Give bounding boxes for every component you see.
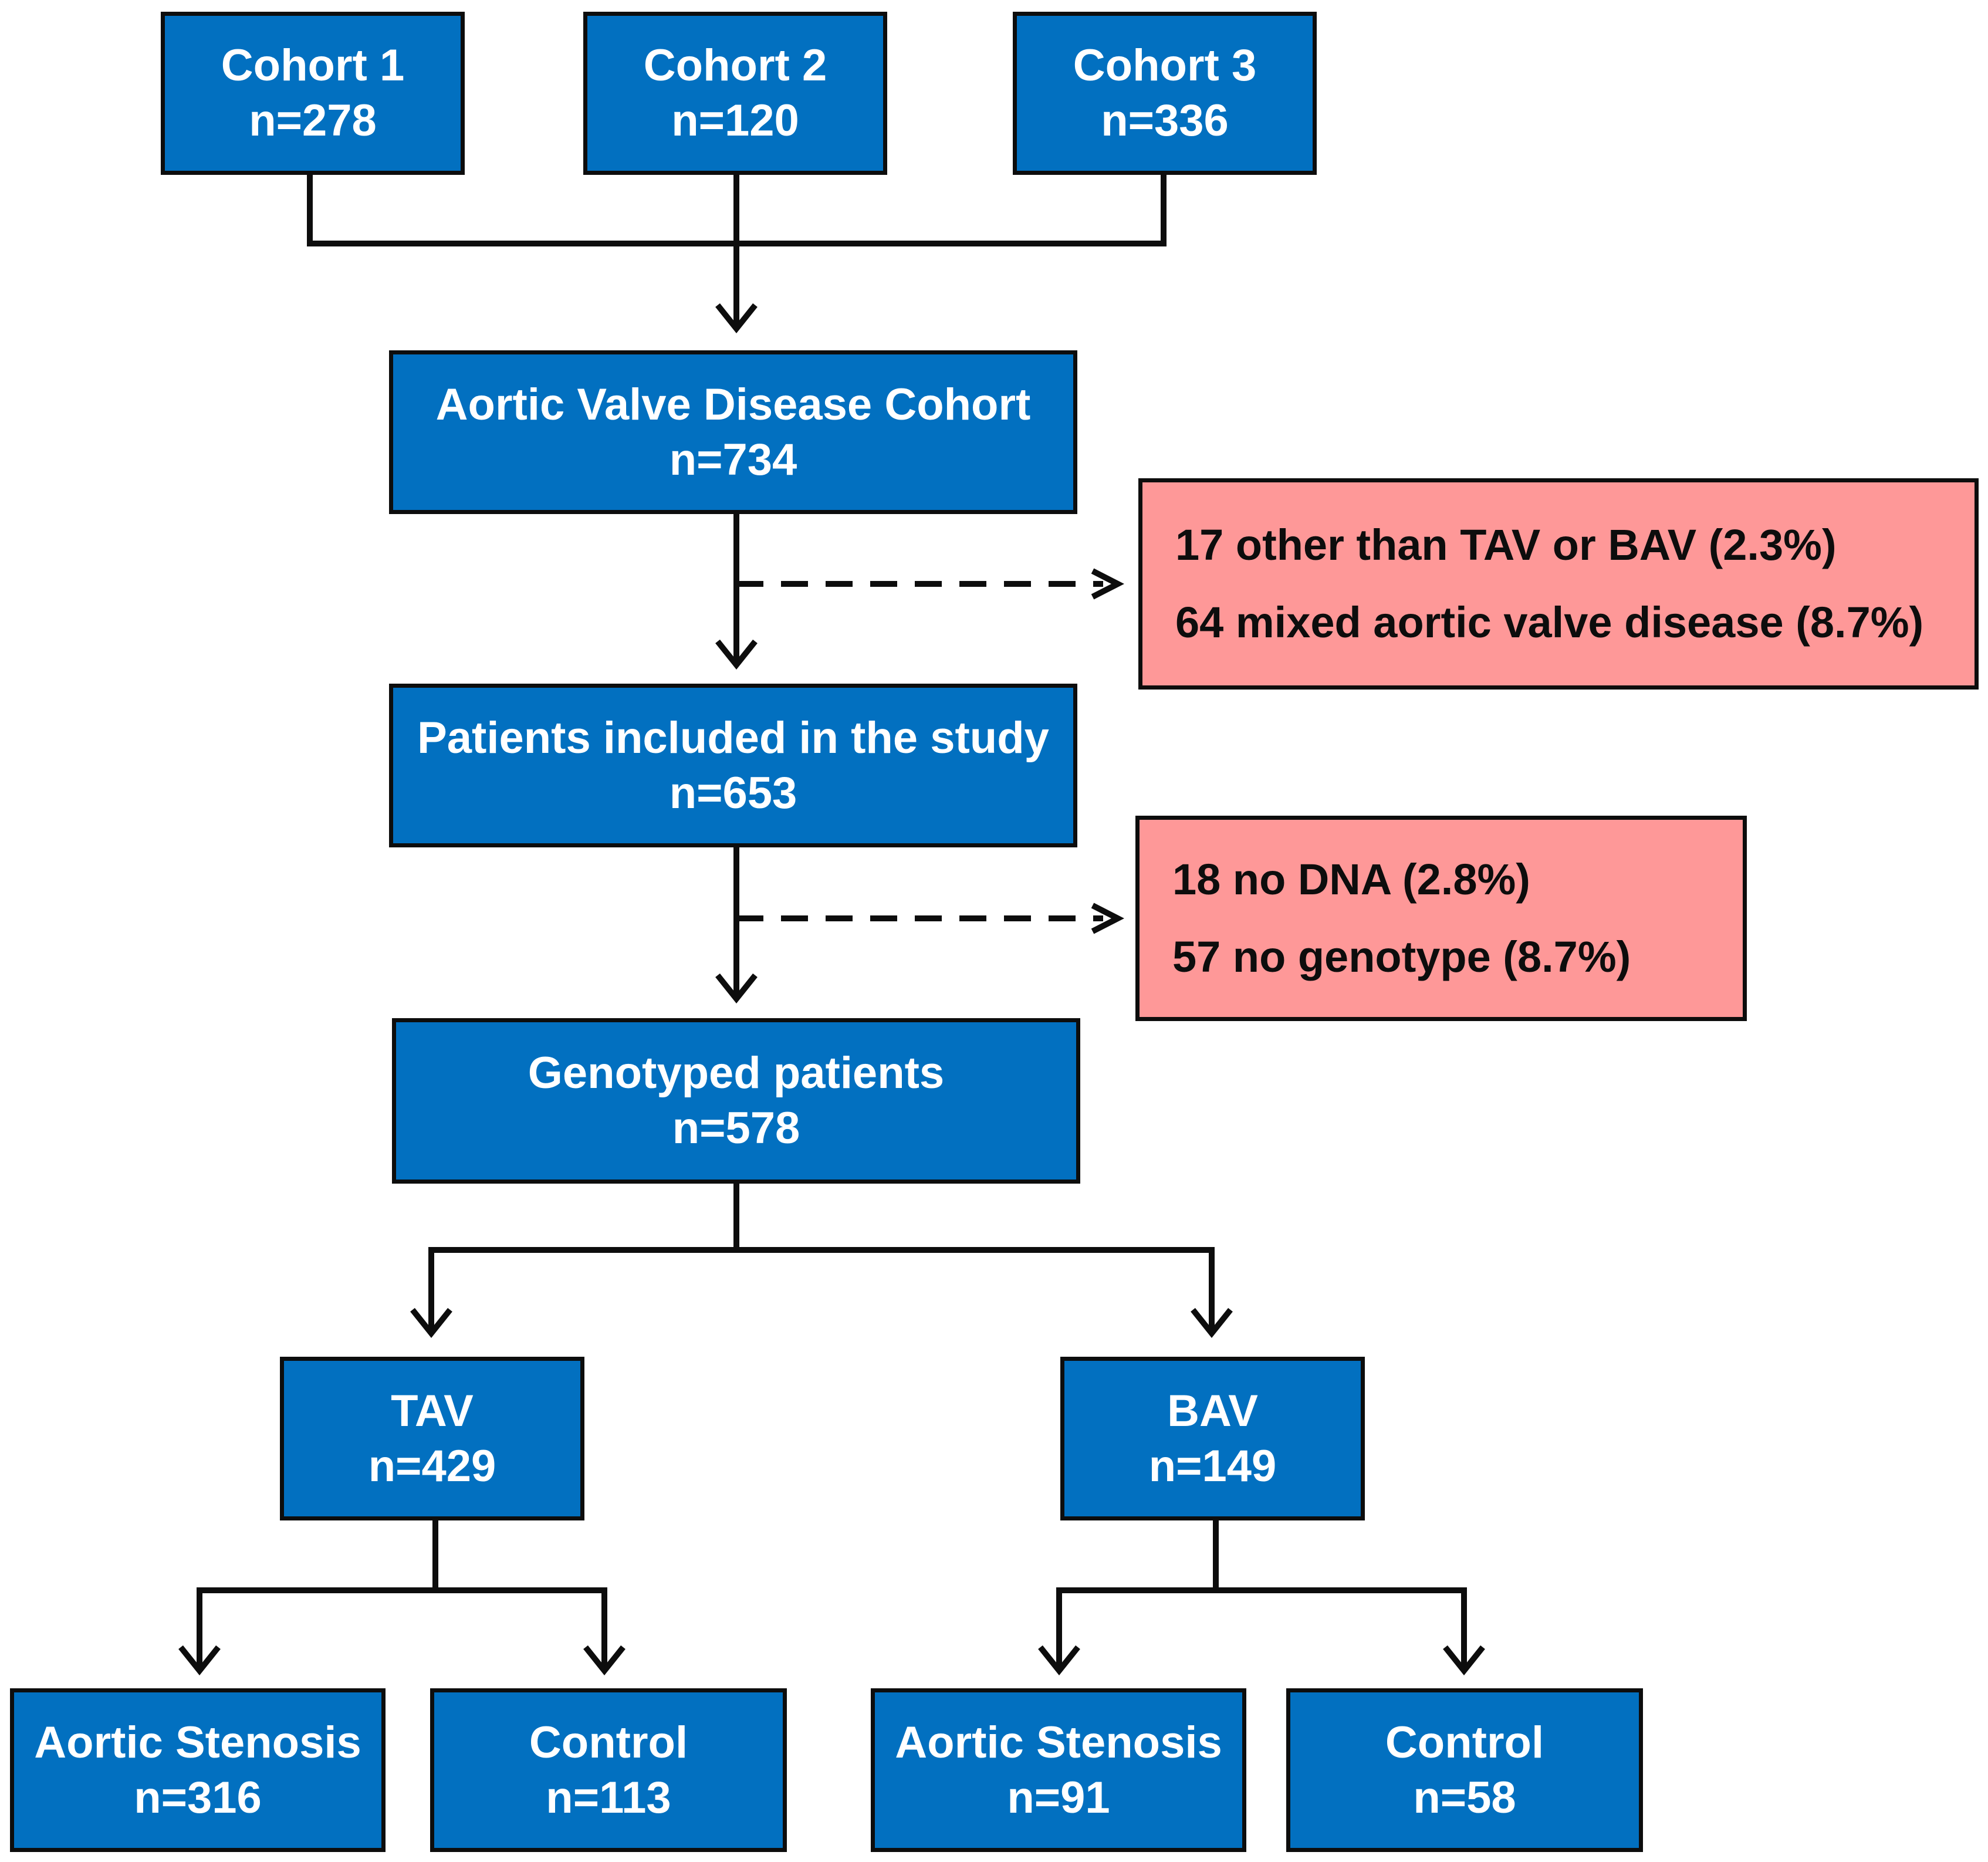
- tav-title: TAV: [391, 1385, 474, 1436]
- exclusion-first-line-1: 17 other than TAV or BAV (2.3%): [1175, 521, 1837, 569]
- tav-control-count: n=113: [546, 1772, 671, 1823]
- arrowhead-second-exclusion: [1091, 903, 1124, 934]
- exclusion-box-first: 17 other than TAV or BAV (2.3%) 64 mixed…: [1138, 478, 1979, 690]
- cohort-2-title: Cohort 2: [643, 40, 827, 90]
- cohort-3-box: Cohort 3 n=336: [1013, 12, 1317, 175]
- genotyped-patients-title: Genotyped patients: [528, 1048, 945, 1098]
- tav-control-title: Control: [529, 1717, 688, 1768]
- connector-cohort1: [307, 173, 736, 246]
- tav-box: TAV n=429: [280, 1357, 584, 1520]
- included-patients-title: Patients included in the study: [417, 712, 1049, 763]
- connector-bav-split: [1056, 1519, 1467, 1670]
- arrowhead-avd: [715, 303, 758, 334]
- genotyped-patients-count: n=578: [672, 1103, 800, 1153]
- cohort-2-box: Cohort 2 n=120: [583, 12, 887, 175]
- arrowhead-tav-as: [178, 1645, 221, 1676]
- bav-aortic-stenosis-count: n=91: [1007, 1772, 1110, 1823]
- cohort-2-count: n=120: [671, 96, 799, 146]
- bav-box: BAV n=149: [1060, 1357, 1365, 1520]
- bav-control-count: n=58: [1413, 1772, 1516, 1823]
- bav-aortic-stenosis-box: Aortic Stenosis n=91: [871, 1688, 1246, 1852]
- cohort-1-count: n=278: [249, 96, 377, 146]
- included-patients-count: n=653: [669, 768, 797, 818]
- genotyped-patients-box: Genotyped patients n=578: [392, 1018, 1080, 1184]
- tav-count: n=429: [368, 1441, 496, 1491]
- bav-aortic-stenosis-title: Aortic Stenosis: [895, 1717, 1222, 1768]
- avd-cohort-title: Aortic Valve Disease Cohort: [435, 379, 1031, 430]
- cohort-1-box: Cohort 1 n=278: [161, 12, 465, 175]
- exclusion-box-second: 18 no DNA (2.8%) 57 no genotype (8.7%): [1135, 816, 1747, 1021]
- exclusion-first-line-2: 64 mixed aortic valve disease (8.7%): [1175, 598, 1924, 647]
- exclusion-second-line-2: 57 no genotype (8.7%): [1172, 932, 1631, 981]
- arrowhead-first-exclusion: [1091, 568, 1124, 600]
- tav-aortic-stenosis-box: Aortic Stenosis n=316: [10, 1688, 386, 1852]
- tav-aortic-stenosis-count: n=316: [134, 1772, 262, 1823]
- arrowhead-genotyped: [715, 973, 758, 1004]
- exclusion-second-line-1: 18 no DNA (2.8%): [1172, 855, 1530, 904]
- included-patients-box: Patients included in the study n=653: [389, 684, 1077, 847]
- arrowhead-tav: [410, 1307, 452, 1339]
- arrowhead-tav-control: [583, 1645, 626, 1676]
- bav-title: BAV: [1167, 1385, 1258, 1436]
- cohort-3-title: Cohort 3: [1073, 40, 1257, 90]
- tav-aortic-stenosis-title: Aortic Stenosis: [34, 1717, 361, 1768]
- arrowhead-bav-control: [1443, 1645, 1485, 1676]
- cohort-1-title: Cohort 1: [221, 40, 405, 90]
- connector-tav-split: [197, 1519, 607, 1670]
- avd-cohort-box: Aortic Valve Disease Cohort n=734: [389, 350, 1077, 514]
- tav-control-box: Control n=113: [430, 1688, 787, 1852]
- bav-control-box: Control n=58: [1286, 1688, 1643, 1852]
- connector-genotyped-split: [428, 1182, 1215, 1332]
- arrowhead-bav: [1191, 1307, 1233, 1339]
- arrowhead-included: [715, 639, 758, 670]
- bav-count: n=149: [1148, 1441, 1277, 1491]
- avd-cohort-count: n=734: [669, 434, 797, 485]
- cohort-3-count: n=336: [1101, 96, 1229, 146]
- connector-cohort3: [736, 173, 1167, 246]
- arrowhead-bav-as: [1038, 1645, 1080, 1676]
- bav-control-title: Control: [1385, 1717, 1544, 1768]
